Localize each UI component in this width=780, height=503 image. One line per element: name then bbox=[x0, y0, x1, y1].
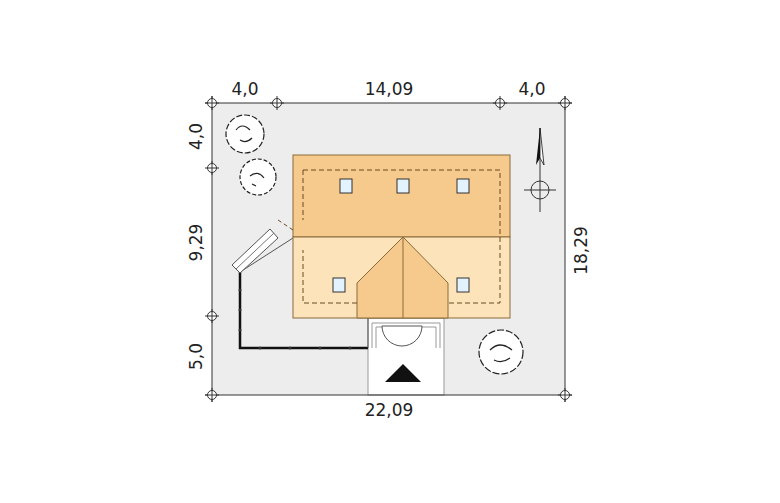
roof-front bbox=[293, 237, 510, 318]
roof-back bbox=[293, 155, 510, 237]
dimension-label: 4,0 bbox=[518, 81, 545, 98]
dimension-label: 4,0 bbox=[231, 81, 258, 98]
wall-outline bbox=[303, 170, 500, 303]
dimension-label: 22,09 bbox=[365, 402, 414, 419]
dimension-label: 9,29 bbox=[188, 223, 205, 261]
roof-windows bbox=[333, 179, 469, 292]
dimension-label: 14,09 bbox=[365, 81, 414, 98]
gable-roof bbox=[357, 237, 448, 318]
north-arrow bbox=[524, 128, 556, 212]
entrance-path bbox=[368, 318, 444, 395]
plot-area bbox=[212, 103, 565, 395]
dimension-label: 5,0 bbox=[188, 342, 205, 369]
entrance-arrow bbox=[385, 364, 421, 382]
dimension-lines bbox=[205, 96, 572, 402]
dimension-ticks bbox=[205, 96, 572, 402]
dimension-label: 4,0 bbox=[188, 122, 205, 149]
pergola bbox=[232, 229, 278, 273]
entry-step bbox=[382, 326, 422, 346]
trees bbox=[226, 115, 523, 374]
dimension-label: 18,29 bbox=[572, 226, 589, 275]
